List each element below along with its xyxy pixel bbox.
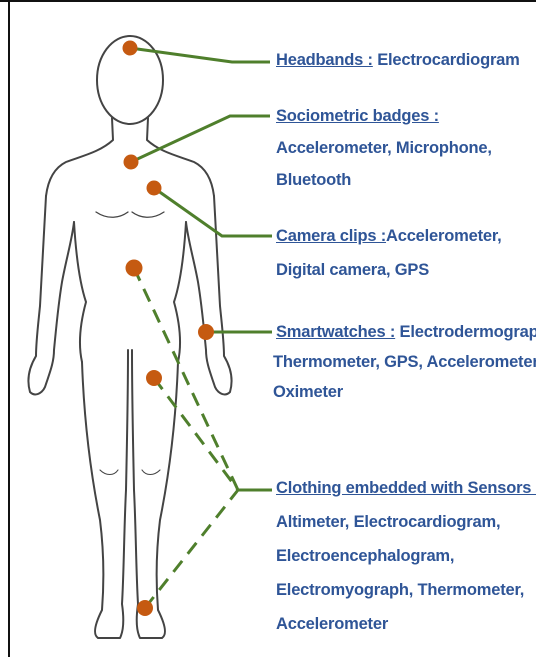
clothing-sensors-line3: Electromyograph, Thermometer, <box>276 578 536 603</box>
sociometric-label: Sociometric badges : Accelerometer, Micr… <box>276 104 492 193</box>
smartwatches-sensors-line2: Oximeter <box>273 380 536 405</box>
neck-shoulders <box>46 118 113 196</box>
headbands-device: Headbands : <box>276 51 373 69</box>
smartwatches-device: Smartwatches : <box>276 323 395 341</box>
sensor-dot-thigh <box>146 370 162 386</box>
sensor-dot-head <box>123 41 138 56</box>
sensor-dot-wrist <box>198 324 214 340</box>
headbands-sensors: Electrocardiogram <box>373 51 520 69</box>
right-leg <box>132 350 178 638</box>
camera-device: Camera clips : <box>276 227 386 245</box>
sensor-dot-neck <box>124 155 139 170</box>
dashed-line-ankle <box>145 490 238 608</box>
left-arm <box>28 196 74 394</box>
clothing-device: Clothing embedded with Sensors : <box>276 479 536 497</box>
torso-right <box>174 222 186 362</box>
sociometric-device: Sociometric badges : <box>276 107 439 125</box>
sensor-dot-abdomen <box>126 260 143 277</box>
clothing-sensors-line2: Electroencephalogram, <box>276 544 536 569</box>
sensor-dot-chest <box>147 181 162 196</box>
clothing-sensors-line4: Accelerometer <box>276 612 536 637</box>
left-leg <box>82 350 128 638</box>
sociometric-sensors-line1: Accelerometer, Microphone, <box>276 136 492 161</box>
camera-sensors-line2: Digital camera, GPS <box>276 258 502 283</box>
sensor-dot-ankle <box>137 600 153 616</box>
clothing-dashed-connectors <box>134 268 238 608</box>
smartwatches-label: Smartwatches : Electrodermograph, Thermo… <box>276 320 536 405</box>
clothing-sensors-line1: Altimeter, Electrocardiogram, <box>276 510 536 535</box>
camera-sensors: Accelerometer, <box>386 227 502 245</box>
chest-line <box>96 212 164 217</box>
clothing-label: Clothing embedded with Sensors : Altimet… <box>276 476 536 637</box>
headbands-label: Headbands : Electrocardiogram <box>276 48 520 73</box>
headbands-connector <box>130 48 270 62</box>
sociometric-sensors-line2: Bluetooth <box>276 168 492 193</box>
camera-label: Camera clips :Accelerometer, Digital cam… <box>276 224 502 283</box>
smartwatches-sensors: Electrodermograph, <box>395 323 536 341</box>
knee-marks <box>100 470 160 475</box>
torso-left <box>74 222 86 362</box>
sociometric-connector <box>131 116 270 162</box>
smartwatches-sensors-line1: Thermometer, GPS, Accelerometer, <box>273 350 536 375</box>
